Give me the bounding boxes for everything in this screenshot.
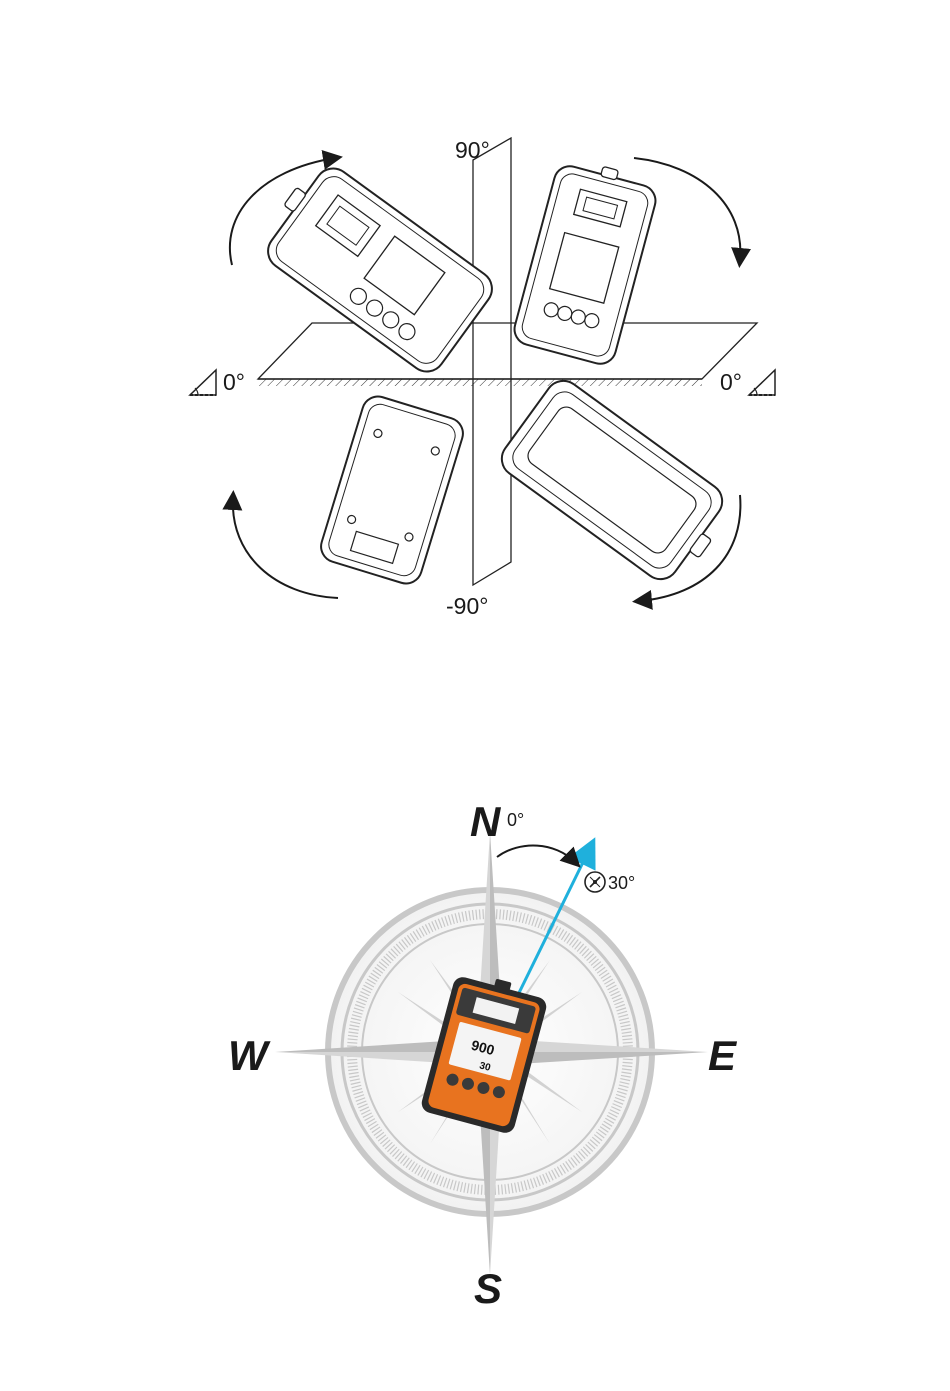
rotate-arrow-icon: [497, 846, 575, 862]
east-label: E: [708, 1032, 738, 1079]
label-90: 90°: [455, 137, 490, 163]
north-label: N: [470, 798, 502, 845]
slope-angle-icon: [749, 370, 775, 395]
device-tilted-left-top: [252, 155, 499, 379]
ground-hatch: [258, 379, 702, 386]
label-minus-90: -90°: [446, 593, 488, 619]
slope-angle-icon: [190, 370, 216, 395]
label-left-0: 0°: [223, 369, 245, 395]
device-tilted-left-bottom: [317, 393, 467, 588]
heading-angle-label: 30°: [608, 873, 635, 893]
south-label: S: [474, 1265, 502, 1312]
label-right-0: 0°: [720, 369, 742, 395]
west-label: W: [228, 1032, 271, 1079]
compass-diagram: 900 30 N 0° 30° W E S: [228, 798, 738, 1312]
device-tilted-right-top: [511, 155, 661, 367]
compass-icon: [585, 872, 605, 892]
vertical-plane: [473, 138, 511, 585]
north-angle-label: 0°: [507, 810, 524, 830]
device-tilted-right-bottom: [495, 374, 738, 593]
inclination-diagram: 90° -90° 0° 0°: [190, 137, 775, 619]
horizontal-plane: [258, 323, 757, 379]
